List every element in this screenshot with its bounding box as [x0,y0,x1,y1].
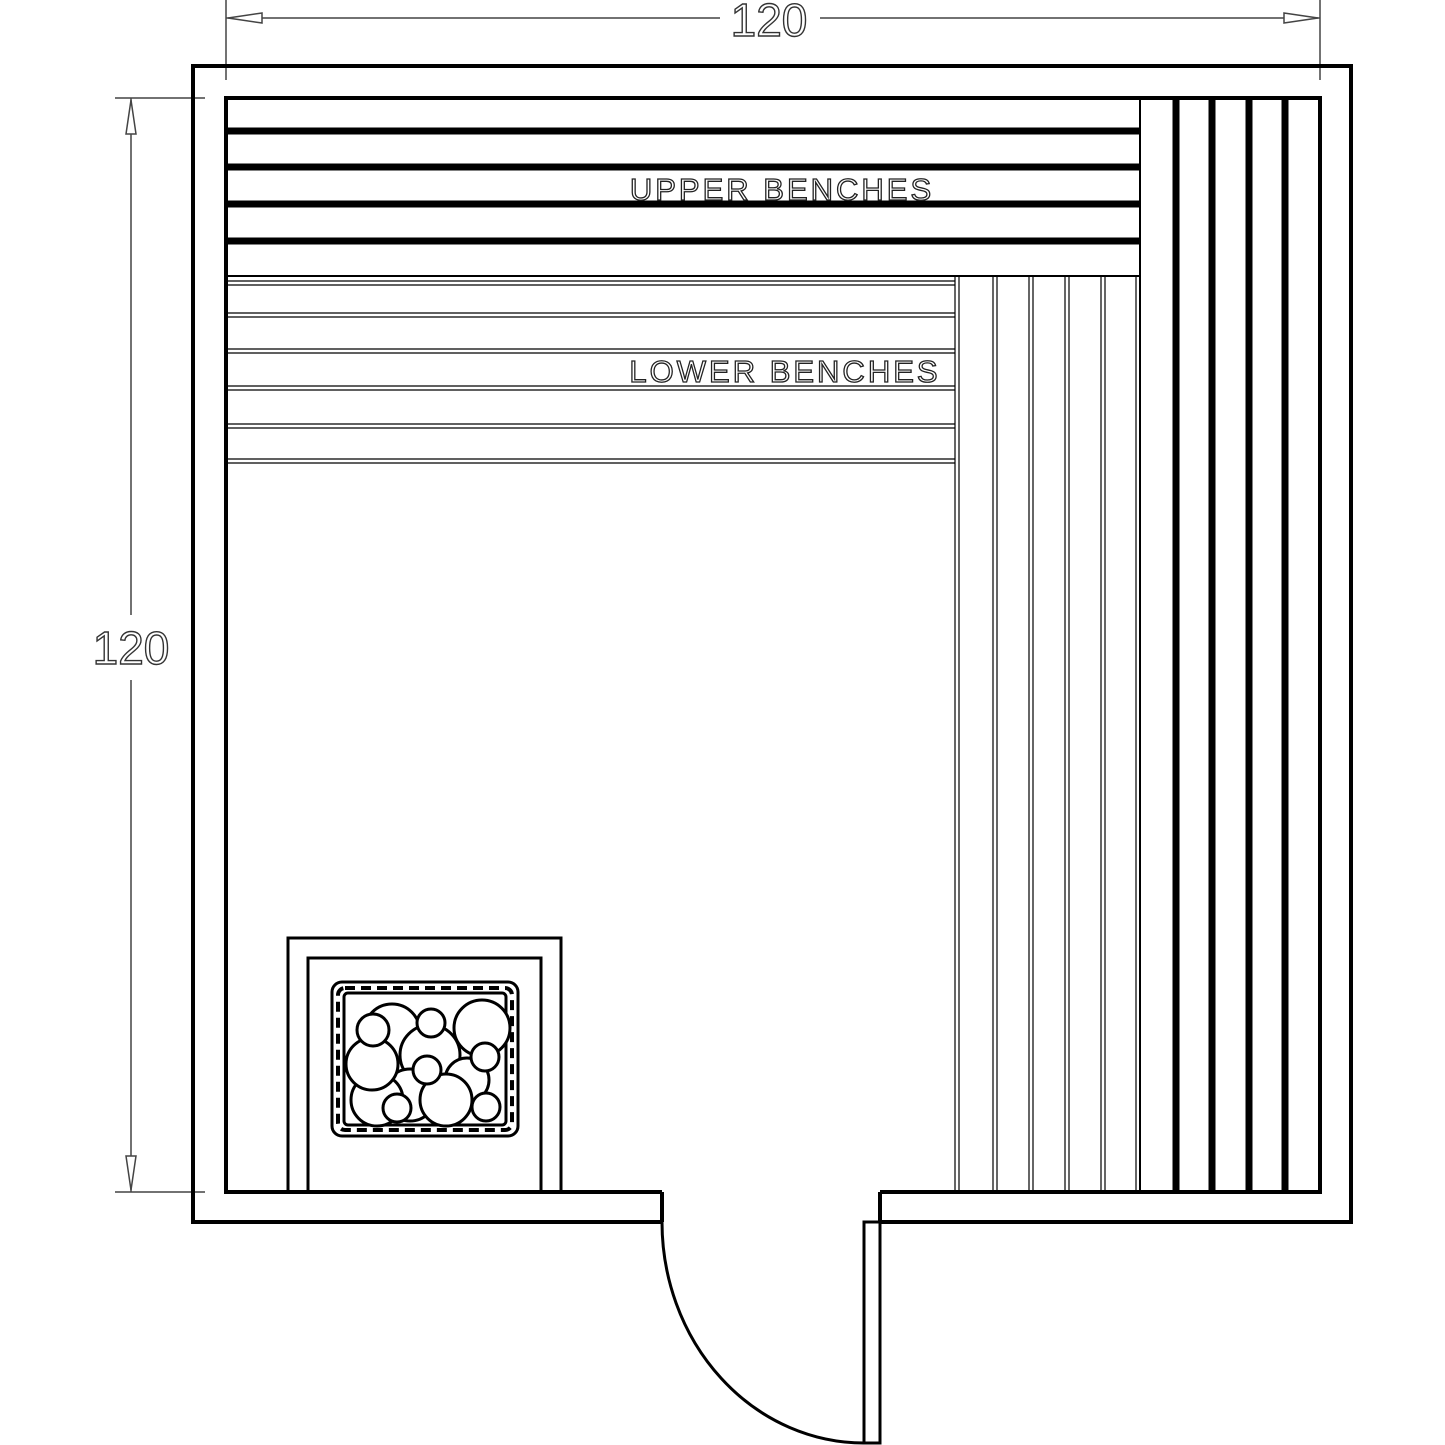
wall [191,64,1353,1224]
door[interactable] [660,1220,882,1445]
width-dimension-label: 120 [731,0,808,46]
height-dimension [115,97,205,1193]
upper-benches [226,98,1289,1192]
lower-benches-label: LOWER BENCHES [629,354,940,389]
upper-benches-label: UPPER BENCHES [630,172,934,207]
height-dimension-label: 120 [93,622,170,674]
width-dimension [225,0,1321,80]
heater [286,936,563,1192]
stones-icon [344,998,512,1128]
lower-benches [226,276,1137,1192]
